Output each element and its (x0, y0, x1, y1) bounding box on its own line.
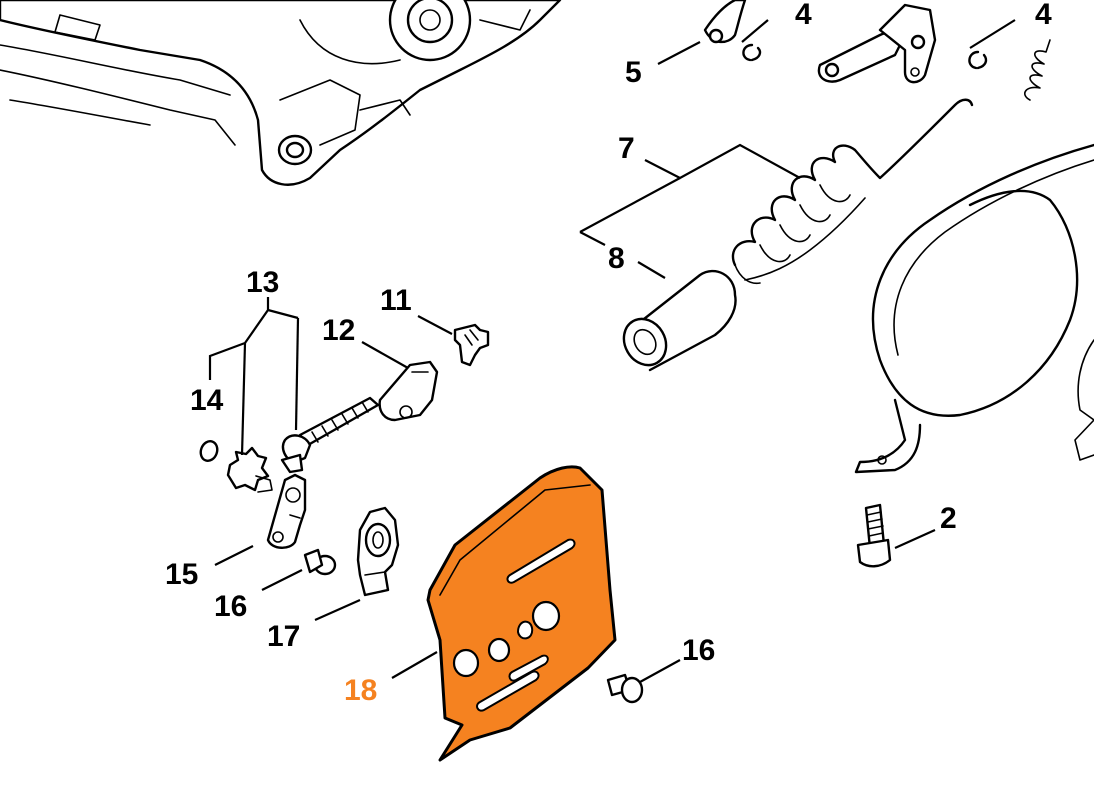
lever-part-5 (703, 0, 747, 44)
label-part-7: 7 (618, 132, 635, 165)
label-part-16b: 16 (682, 634, 715, 667)
circlip-4b (968, 50, 988, 70)
clip-11 (453, 323, 490, 367)
label-part-8: 8 (608, 242, 625, 275)
circlip-4a (742, 43, 762, 62)
bracket-12 (378, 360, 439, 422)
screw-2 (856, 503, 892, 568)
label-part-4b: 4 (1035, 0, 1052, 31)
bracket-17 (356, 506, 400, 597)
plate-15 (266, 473, 307, 549)
screw-16a (303, 548, 337, 576)
label-part-18: 18 (344, 674, 377, 707)
label-part-13: 13 (246, 266, 279, 299)
adjusting-screw-13 (280, 396, 380, 474)
leader-lines (208, 19, 1016, 683)
label-part-4a: 4 (795, 0, 812, 31)
screw-16b (606, 673, 644, 704)
adjusting-gear (226, 446, 273, 493)
spring-7 (731, 98, 974, 285)
label-part-11: 11 (380, 284, 412, 317)
brake-band (854, 143, 1094, 474)
o-ring-14 (199, 440, 219, 462)
engine-housing-drawing (0, 0, 562, 186)
label-part-15: 15 (165, 558, 198, 591)
lever-assembly (817, 3, 937, 84)
small-spring (1024, 39, 1051, 101)
label-part-16a: 16 (214, 590, 247, 623)
label-part-14: 14 (190, 384, 224, 417)
label-part-2: 2 (940, 502, 957, 535)
sleeve-8 (622, 269, 737, 372)
label-part-5: 5 (625, 56, 642, 89)
label-part-17: 17 (267, 620, 300, 653)
guide-plate-18 (426, 465, 617, 762)
label-part-12: 12 (322, 314, 355, 347)
